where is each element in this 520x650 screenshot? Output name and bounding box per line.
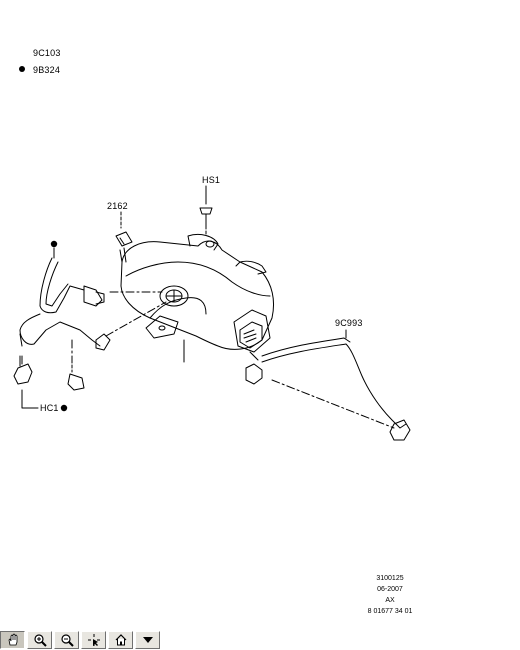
part-2162-valve xyxy=(115,211,133,263)
bullet-marker-icon xyxy=(50,240,58,248)
legend-label-9c103: 9C103 xyxy=(33,48,61,58)
meta-line-3: AX xyxy=(385,597,395,604)
callout-2162: 2162 xyxy=(107,201,128,211)
part-hs1-screw xyxy=(199,187,213,237)
zoom-in-button[interactable] xyxy=(27,631,52,649)
zoom-out-button[interactable] xyxy=(54,631,79,649)
zoom-in-icon xyxy=(33,634,47,647)
callout-9c993: 9C993 xyxy=(335,318,363,328)
home-icon xyxy=(115,634,126,646)
center-lines xyxy=(21,291,395,429)
legend-label-9b324: 9B324 xyxy=(33,65,61,75)
select-button[interactable] xyxy=(81,631,106,649)
canister-body xyxy=(120,233,275,363)
exploded-parts-diagram xyxy=(13,185,411,441)
select-cursor-icon xyxy=(87,634,100,646)
viewer-toolbar xyxy=(0,631,165,650)
meta-line-1: 3100125 xyxy=(376,575,404,582)
callout-hs1: HS1 xyxy=(202,175,221,185)
document-meta: 3100125 06-2007 AX 8 01677 34 01 xyxy=(360,573,420,617)
bullet-marker-icon xyxy=(60,404,68,412)
callout-hc1: HC1 xyxy=(40,403,59,413)
pan-hand-icon xyxy=(8,633,17,646)
meta-line-2: 06-2007 xyxy=(377,586,403,593)
part-9c993-tube xyxy=(245,329,411,441)
dropdown-arrow-icon xyxy=(142,637,153,643)
zoom-out-icon xyxy=(60,634,74,647)
pan-button[interactable] xyxy=(0,631,25,649)
home-button[interactable] xyxy=(108,631,133,649)
legend-bullet-icon xyxy=(19,66,25,72)
left-hose-assembly xyxy=(13,247,111,391)
meta-line-4: 8 01677 34 01 xyxy=(367,608,413,615)
dropdown-button[interactable] xyxy=(135,631,160,649)
